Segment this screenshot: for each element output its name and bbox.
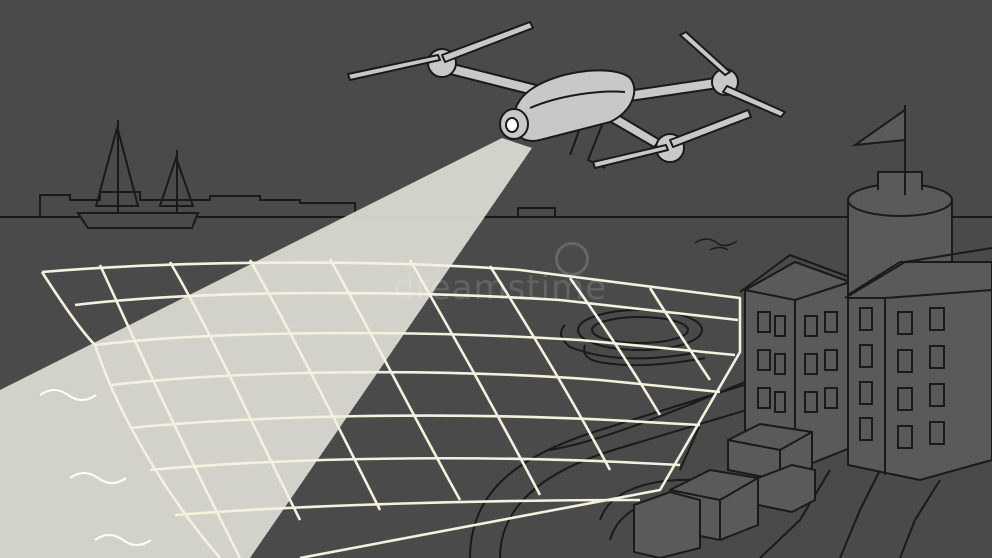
- distant-skyline: [39, 191, 356, 217]
- building-right-windows: [859, 307, 945, 449]
- watermark-logo-icon: [555, 242, 589, 276]
- warehouse-blocks: [633, 422, 816, 558]
- drone-icon: [347, 21, 786, 169]
- building-left-windows: [757, 311, 838, 413]
- building-right: [844, 247, 992, 482]
- flag-icon: [851, 105, 906, 195]
- beam-ripples: [39, 389, 152, 546]
- mapping-grid: [40, 258, 742, 558]
- sailboat-icon: [76, 120, 200, 229]
- watermark-text: dreamstime: [392, 268, 608, 308]
- distant-pier: [517, 207, 556, 217]
- building-left: [739, 253, 853, 472]
- camera-light-beam: [0, 138, 532, 558]
- water-ripples: [694, 238, 738, 251]
